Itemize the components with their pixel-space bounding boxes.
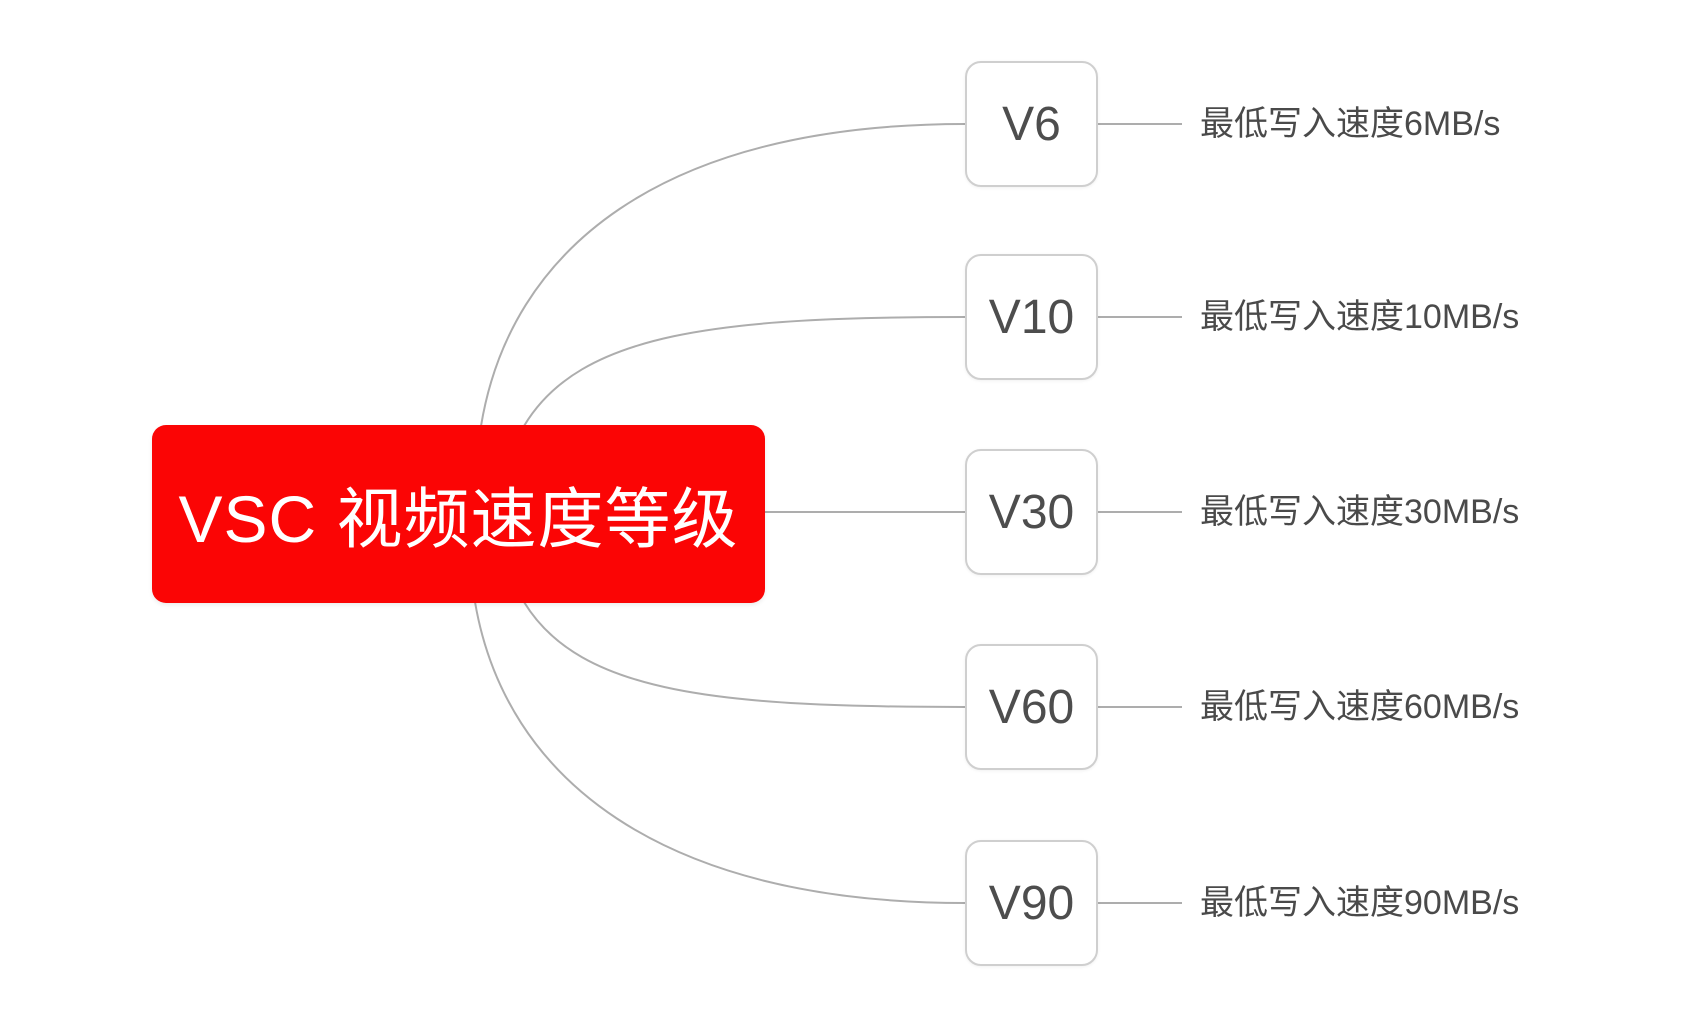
topic-node-v90[interactable]: V90 [965,840,1098,966]
root-topic-node[interactable]: VSC 视频速度等级 [152,425,765,603]
branch-description-v90[interactable]: 最低写入速度90MB/s [1200,884,1520,922]
topic-node-v60[interactable]: V60 [965,644,1098,770]
topic-label-v6: V6 [1002,97,1061,151]
topic-node-v30[interactable]: V30 [965,449,1098,575]
connector-curve-v10 [523,316,966,427]
branch-description-v6[interactable]: 最低写入速度6MB/s [1200,105,1501,143]
topic-node-v10[interactable]: V10 [965,254,1098,380]
connector-curve-v90 [474,601,966,904]
branch-description-v60[interactable]: 最低写入速度60MB/s [1200,688,1520,726]
topic-label-v60: V60 [988,680,1075,734]
topic-label-v90: V90 [988,876,1075,930]
connector-curve-v6 [480,123,966,427]
root-topic-label: VSC 视频速度等级 [178,482,739,556]
topic-label-v30: V30 [988,485,1075,539]
topic-label-v10: V10 [988,290,1075,344]
branch-description-v30[interactable]: 最低写入速度30MB/s [1200,493,1520,531]
branch-description-v10[interactable]: 最低写入速度10MB/s [1200,298,1520,336]
topic-node-v6[interactable]: V6 [965,61,1098,187]
connector-curve-v60 [523,601,966,708]
